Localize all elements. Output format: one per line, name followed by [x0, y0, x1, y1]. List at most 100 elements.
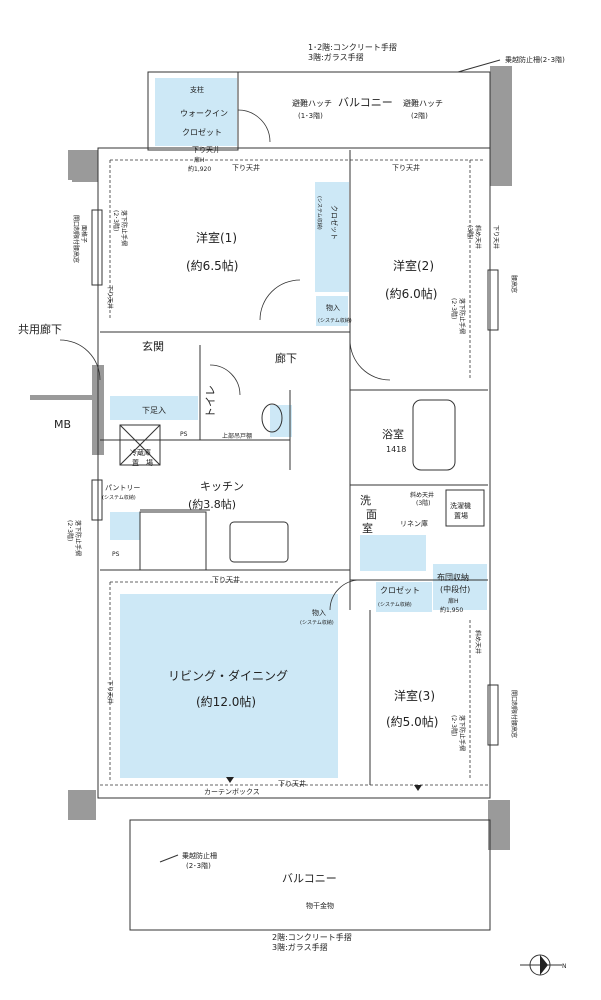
bath-label: 浴室: [382, 427, 404, 441]
fridge-box: [119, 424, 161, 466]
storage2-sub: (システム収納): [300, 619, 334, 626]
ceiling-right: 下り天井: [492, 225, 500, 249]
closet-sub: (システム収納): [316, 196, 323, 230]
ps-label-2: PS: [112, 551, 120, 558]
room3-size: (約5.0帖): [386, 714, 438, 729]
storage-sub: (システム収納): [318, 317, 352, 324]
futon-h: 扉H: [448, 597, 459, 605]
room2-label: 洋室(2): [393, 258, 434, 273]
walkin-label: ウォークイン: [180, 109, 228, 118]
ceiling-note-left: 下り天井: [106, 285, 114, 309]
toilet-fill: [270, 405, 292, 437]
futon-h-val: 約1,950: [440, 606, 463, 614]
ceiling-note-5: 下り天井: [278, 779, 306, 788]
shoe-fill: [110, 396, 198, 420]
wall-mb-top: [30, 395, 100, 400]
window-left: [91, 209, 103, 286]
balcony-bottom-label: バルコニー: [282, 872, 337, 885]
top-railing-3f-note: 3階:ガラス手摺: [308, 52, 364, 62]
fridge-label-2: 置 場: [132, 458, 153, 467]
pantry-label: パントリー: [105, 484, 140, 492]
washer-label-2: 置場: [454, 511, 468, 520]
living-label: リビング・ダイニング: [168, 668, 288, 683]
curtain-marker: [414, 785, 422, 791]
wash-label-1: 洗: [360, 494, 371, 507]
window-right-label-2: 開口制限付腰高窓: [510, 690, 518, 738]
fridge-label: 冷蔵庫: [130, 448, 151, 457]
door-swing: [259, 279, 301, 321]
curtain-label: カーテンボックス: [204, 788, 260, 796]
window-right: [487, 269, 499, 331]
fall-rail-label: 落下防止手摺: [120, 210, 128, 246]
closet1-fill: [315, 182, 349, 292]
hatch-right-sub: (2階): [411, 111, 428, 120]
balcony-bottom-box: [129, 819, 491, 931]
futon-label: 布団収納: [437, 572, 469, 582]
fall-rail-right-2-sub: (2･3階): [450, 715, 458, 736]
balcony-top-box: [237, 71, 491, 149]
bathtub: [412, 399, 456, 471]
ceiling-note-3: 下り天井: [392, 163, 420, 172]
pantry-sub: (システム収納): [102, 494, 136, 501]
fall-rail-right: 落下防止手摺: [458, 298, 466, 334]
window-right-bottom: [487, 684, 499, 746]
kitchen-label: キッチン: [200, 480, 244, 493]
door-h-label: 扉H: [194, 156, 205, 164]
door-swing: [329, 579, 361, 611]
sloped-right: 斜め天井: [474, 225, 482, 249]
bottom-railing-3f-note: 3階:ガラス手摺: [272, 942, 328, 952]
hatch-right-label: 避難ハッチ: [403, 98, 443, 108]
toilet-bowl: [261, 403, 283, 433]
sloped-label: 斜め天井: [410, 491, 434, 499]
fence-bottom-label: 乗越防止柵: [182, 851, 217, 860]
bath-size: 1418: [386, 445, 406, 454]
washer-label: 洗濯機: [450, 501, 471, 510]
hall-label: 廊下: [275, 351, 297, 365]
wall-left-bottom: [68, 790, 96, 820]
pantry-fill: [110, 512, 140, 540]
window-left-kitchen: [91, 479, 103, 521]
hatch-left-sub: (1･3階): [298, 111, 323, 120]
window-limit-label: 開口制限付腰高窓: [72, 215, 80, 263]
hanger-label: 物干金物: [306, 901, 334, 910]
wash-label-3: 室: [362, 521, 373, 535]
upper-shelf-label: 上部吊戸棚: [222, 432, 252, 440]
shoe-label: 下足入: [142, 406, 166, 415]
leader-line: [159, 854, 179, 863]
post-label: 支柱: [190, 85, 204, 94]
storage2-label: 物入: [312, 608, 326, 617]
compass-icon: N: [520, 954, 567, 976]
balcony-top-label: バルコニー: [338, 96, 393, 109]
living-fill: [120, 594, 338, 778]
wash-fill: [360, 535, 426, 571]
closet2-fill: [376, 582, 432, 612]
ps-label: PS: [180, 431, 188, 438]
room2-size: (約6.0帖): [385, 286, 437, 301]
sloped-right-sub: (3階): [466, 225, 474, 240]
room1-size: (約6.5帖): [186, 258, 238, 273]
door-h-value: 約1,920: [188, 165, 211, 173]
kitchen-size: (約3.8帖): [188, 497, 236, 511]
wall-block: [72, 150, 98, 182]
fall-rail-right-2: 落下防止手摺: [458, 715, 466, 751]
ceiling-note-2: 下り天井: [232, 163, 260, 172]
linen-label: リネン庫: [400, 519, 428, 528]
skylight-label: 面格子: [80, 225, 88, 243]
wall-right-top: [490, 66, 512, 186]
kitchen-island: [229, 521, 289, 563]
closet-label: クロゼット: [330, 205, 339, 240]
washer-box: [445, 489, 485, 527]
ceiling-note-4: 下り天井: [212, 575, 240, 584]
door-swing: [59, 339, 101, 381]
top-railing-note: 1･2階:コンクリート手摺: [308, 42, 397, 52]
door-swing: [237, 109, 271, 143]
room3-label: 洋室(3): [394, 688, 435, 703]
closet2-label: クロゼット: [380, 585, 420, 595]
hatch-left-label: 避難ハッチ: [292, 98, 332, 108]
common-hall-label: 共用廊下: [18, 322, 62, 336]
fridge-x: [119, 424, 161, 466]
kitchen-sink-unit: [139, 511, 207, 571]
walkin-fill: [155, 78, 237, 146]
room1-label: 洋室(1): [196, 230, 237, 245]
toilet-label: トイレ: [204, 385, 217, 418]
